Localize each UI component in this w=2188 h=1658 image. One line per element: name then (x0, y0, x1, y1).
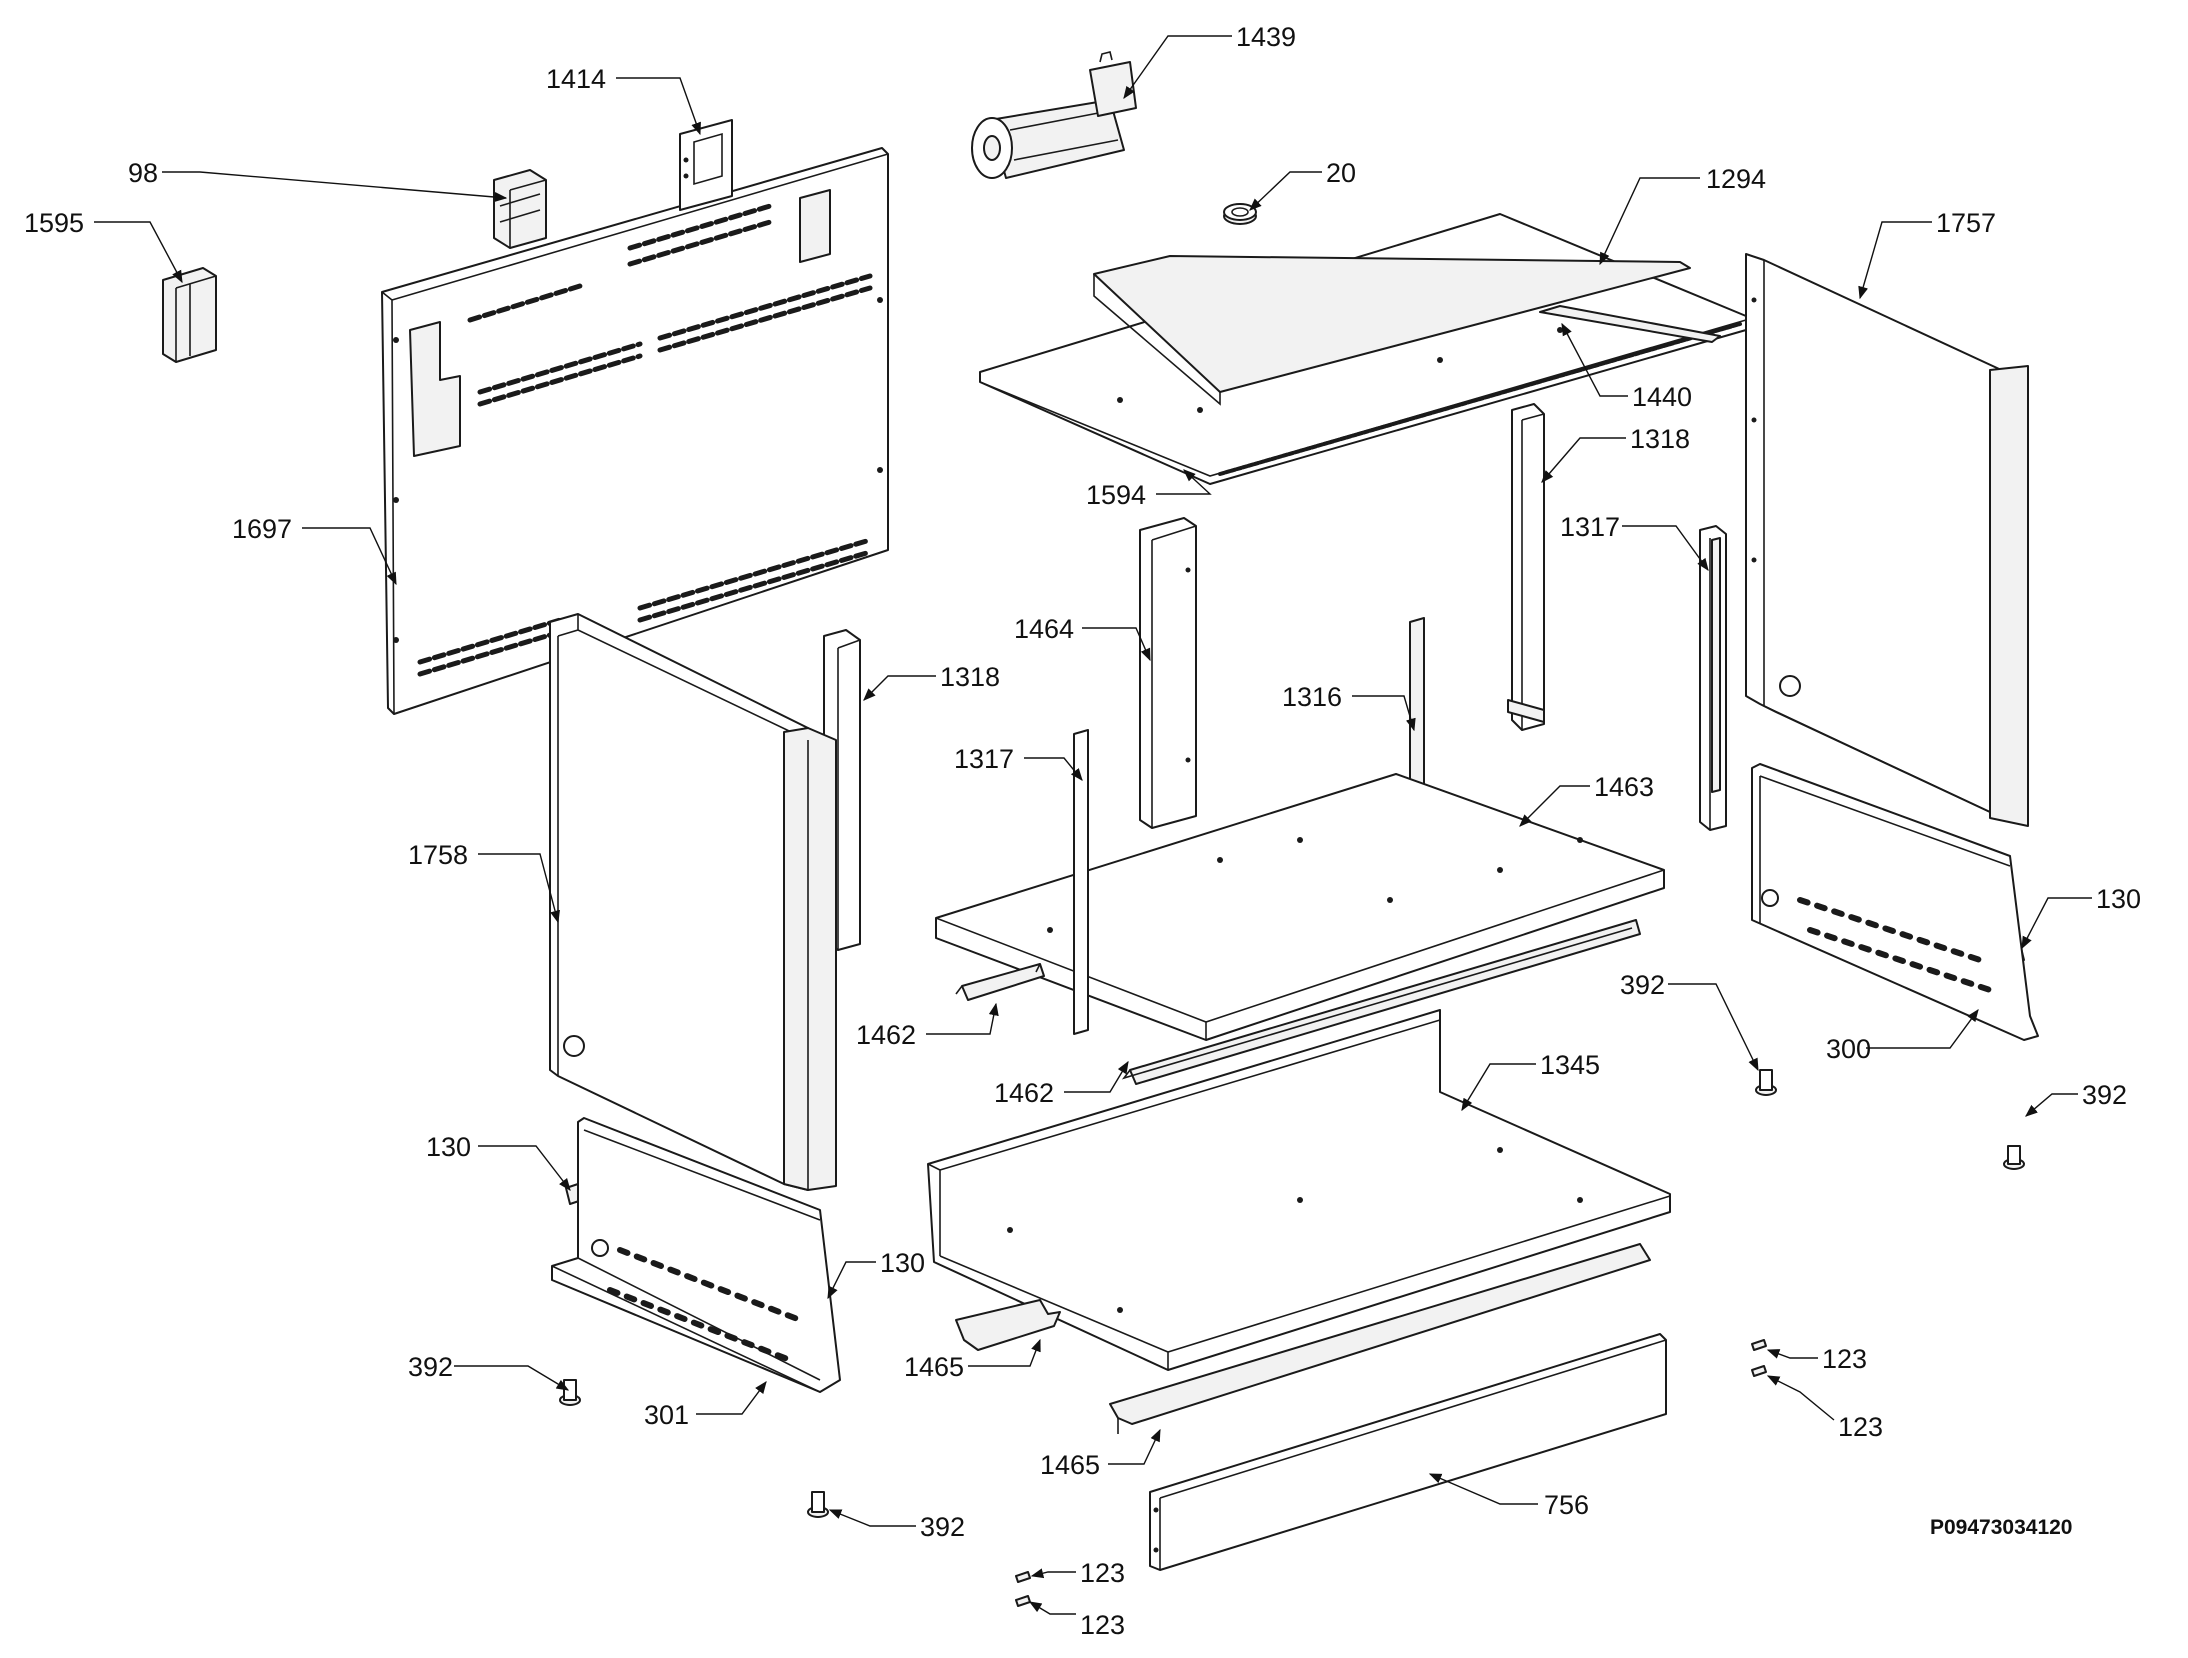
label-123-right-lower: 123 (1838, 1412, 1883, 1442)
label-130-bottom: 130 (880, 1248, 925, 1278)
label-1697: 1697 (232, 514, 292, 544)
label-1316: 1316 (1282, 682, 1342, 712)
part-1595-bracket (162, 267, 217, 363)
label-1318-upper: 1318 (1630, 424, 1690, 454)
part-1440-strip (1539, 305, 1721, 343)
part-98-switch (493, 169, 547, 249)
part-1757-side-panel (1745, 253, 2029, 827)
label-20: 20 (1326, 158, 1356, 188)
part-1414-plate (679, 119, 733, 211)
label-130-right: 130 (2096, 884, 2141, 914)
part-123-screws (1015, 1339, 1767, 1607)
drawing-code: P09473034120 (1930, 1516, 2072, 1539)
part-1345-tray (927, 1009, 1671, 1371)
part-1317-right-rail (1699, 525, 1727, 831)
label-1465-upper: 1465 (904, 1352, 964, 1382)
label-1439: 1439 (1236, 22, 1296, 52)
part-300-base-panel (1751, 763, 2039, 1041)
label-392-right-upper: 392 (1620, 970, 1665, 1000)
part-1758-side-panel (549, 613, 837, 1191)
part-1318-upper-post (1507, 403, 1545, 731)
label-1465-lower: 1465 (1040, 1450, 1100, 1480)
label-1440: 1440 (1632, 382, 1692, 412)
part-1464-panel (1139, 517, 1197, 829)
label-301: 301 (644, 1400, 689, 1430)
label-123-bottom-lower: 123 (1080, 1610, 1125, 1640)
label-1463: 1463 (1594, 772, 1654, 802)
part-1462-rail-upper (955, 963, 1045, 1001)
part-392-foot (559, 1069, 2025, 1518)
part-1317-left-rail (1073, 729, 1089, 1035)
label-1462-upper: 1462 (856, 1020, 916, 1050)
label-1414: 1414 (546, 64, 606, 94)
label-130-left: 130 (426, 1132, 471, 1162)
label-392-left: 392 (408, 1352, 453, 1382)
part-1697-rear-panel (381, 147, 889, 715)
label-1594: 1594 (1086, 480, 1146, 510)
part-1465-channel-upper (955, 1299, 1061, 1351)
label-1464: 1464 (1014, 614, 1074, 644)
part-20-grommet (1223, 203, 1257, 225)
part-1439-fan (971, 51, 1137, 179)
label-98: 98 (128, 158, 158, 188)
part-301-base-panel (551, 1117, 841, 1393)
label-1345: 1345 (1540, 1050, 1600, 1080)
label-123-bottom-upper: 123 (1080, 1558, 1125, 1588)
label-1317-left: 1317 (954, 744, 1014, 774)
part-1465-channel-lower (1109, 1243, 1651, 1434)
label-1318-lower: 1318 (940, 662, 1000, 692)
label-392-bottom: 392 (920, 1512, 965, 1542)
label-1757: 1757 (1936, 208, 1996, 238)
part-1463-shelf (935, 773, 1665, 1041)
label-123-right-upper: 123 (1822, 1344, 1867, 1374)
label-392-right-lower: 392 (2082, 1080, 2127, 1110)
part-labels: 1595 98 1414 1439 20 1294 1757 1440 1594… (24, 22, 2141, 1640)
leader-lines (94, 35, 2092, 1615)
label-1294: 1294 (1706, 164, 1766, 194)
label-300: 300 (1826, 1034, 1871, 1064)
label-1758: 1758 (408, 840, 468, 870)
part-1294-deflector (1093, 255, 1691, 406)
label-756: 756 (1544, 1490, 1589, 1520)
label-1317-right: 1317 (1560, 512, 1620, 542)
label-1595: 1595 (24, 208, 84, 238)
label-1462-lower: 1462 (994, 1078, 1054, 1108)
part-756-kick-plate (1149, 1333, 1667, 1571)
